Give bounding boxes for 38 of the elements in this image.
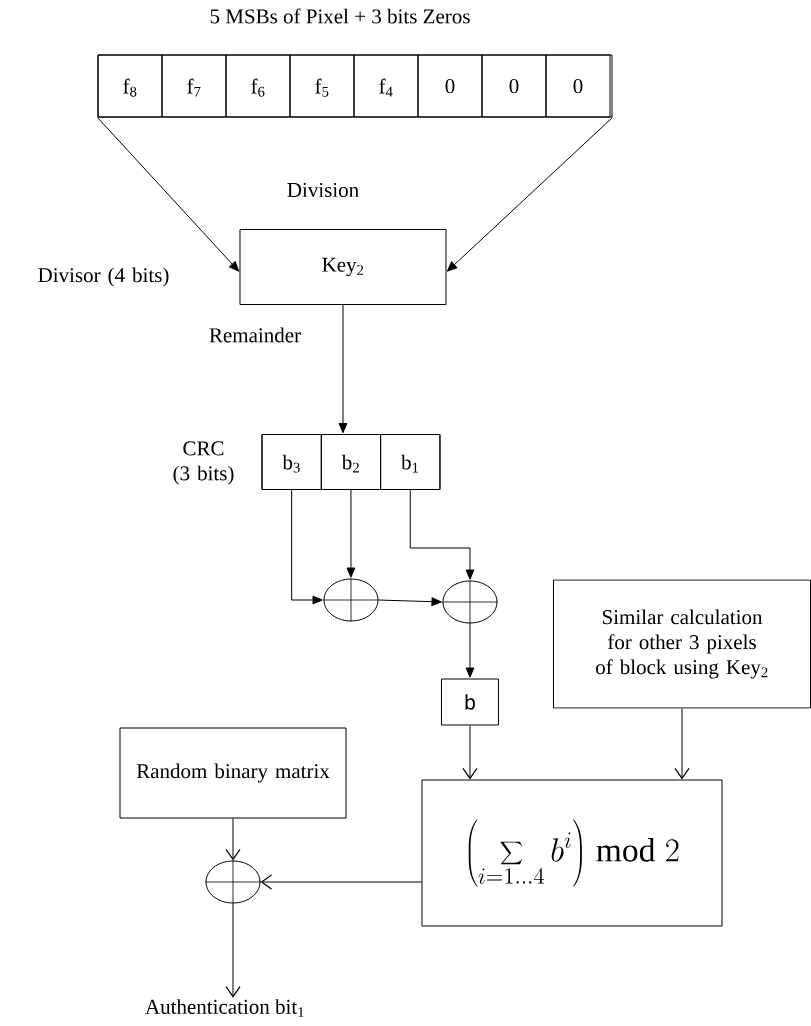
arrow — [97, 117, 240, 272]
xor-symbol — [323, 578, 379, 622]
arrow — [338, 304, 348, 434]
bit-cell: f$_{5}$ — [289, 54, 355, 118]
arrow — [225, 818, 241, 861]
bit-cell: f$_{6}$ — [225, 54, 291, 118]
edge-label: Remainder — [209, 327, 301, 343]
arrow — [225, 903, 241, 998]
node-caption: CRC (3 bits) — [173, 441, 234, 485]
arrow — [378, 597, 442, 607]
process-box: Similar calculation for other 3 pixels of block using Key$_{2}$ — [553, 579, 811, 709]
arrow — [462, 725, 478, 780]
process-box: Random binary matrix — [119, 727, 347, 819]
bit-cell: f$_{7}$ — [161, 54, 227, 118]
bit-cell: f$_{4}$ — [353, 54, 419, 118]
node-label: 5 MSBs of Pixel + 3 bits Zeros — [210, 8, 470, 24]
bit-cell: f$_{8}$ — [97, 54, 163, 118]
xor-symbol — [205, 860, 261, 904]
arrow — [260, 874, 422, 890]
xor-symbol — [442, 580, 498, 624]
bit-cell: b$_{3}$ — [261, 434, 322, 490]
formula-box: $\left(\sum_{i=1\ldots4} b^{i}\right)\bmod 2$ — [421, 779, 723, 927]
arrow — [346, 489, 356, 578]
arrow — [465, 623, 475, 678]
bit-cell: 0 — [481, 54, 547, 118]
arrow — [409, 489, 475, 580]
node-caption: Divisor (4 bits) — [38, 267, 169, 287]
bit-cell: 0 — [417, 54, 483, 118]
bit-cell: 0 — [545, 54, 611, 118]
annotation: Division — [287, 182, 359, 198]
arrow — [291, 489, 323, 605]
arrow — [446, 117, 613, 272]
bit-cell: b$_{2}$ — [320, 434, 382, 490]
bit-cell: b$_{1}$ — [380, 434, 441, 490]
arrow — [674, 708, 690, 780]
divisor-box: Key$_{2}$ — [239, 229, 447, 305]
bit-box: b — [441, 678, 499, 726]
output-label: Authentication bit$_{1}$ — [145, 999, 304, 1017]
